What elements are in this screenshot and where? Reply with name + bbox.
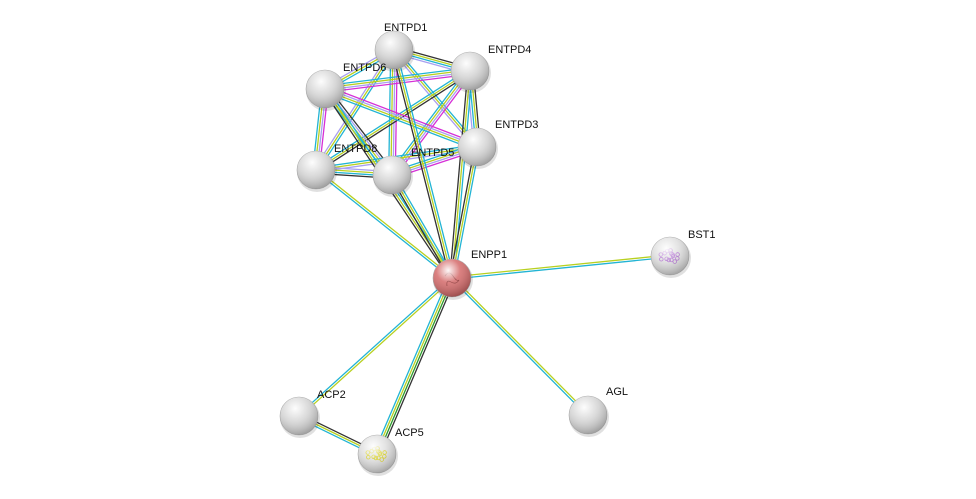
node-agl[interactable]: AGL xyxy=(568,386,628,437)
edge-evidence-coexpression xyxy=(379,279,456,456)
edge-evidence-textmining xyxy=(299,278,454,418)
edge-enpp1-acp2[interactable] xyxy=(297,276,454,418)
node-gloss xyxy=(433,259,471,297)
node-label: ENPP1 xyxy=(471,249,507,261)
edge-evidence-textmining xyxy=(315,49,395,171)
node-acp5[interactable]: ACP5 xyxy=(357,427,424,476)
edge-enpp1-entpd4[interactable] xyxy=(449,70,473,279)
node-gloss xyxy=(358,435,396,473)
edge-evidence-textmining xyxy=(375,277,452,454)
node-label: ENTPD8 xyxy=(334,143,377,155)
edge-evidence-homology xyxy=(325,87,478,147)
edge-evidence-textmining xyxy=(451,70,471,279)
node-entpd1[interactable]: ENTPD1 xyxy=(374,22,427,72)
node-gloss xyxy=(297,151,335,189)
node-enpp1[interactable]: ENPP1 xyxy=(432,249,507,300)
edge-evidence-textmining xyxy=(315,70,471,171)
edge-enpp1-bst1[interactable] xyxy=(451,254,671,280)
node-label: ENTPD4 xyxy=(488,44,531,56)
node-entpd6[interactable]: ENTPD6 xyxy=(305,62,386,111)
edge-evidence-textmining xyxy=(393,49,453,279)
edge-evidence-databases xyxy=(373,276,450,453)
node-label: ENTPD6 xyxy=(343,62,386,74)
edge-enpp1-entpd3[interactable] xyxy=(449,146,480,279)
edge-evidence-neighborhood xyxy=(377,278,454,455)
edge-evidence-homology xyxy=(392,71,472,177)
node-label: ENTPD3 xyxy=(495,119,538,131)
node-entpd3[interactable]: ENTPD3 xyxy=(457,119,538,169)
edge-evidence-textmining xyxy=(451,254,670,278)
edge-evidence-databases xyxy=(450,278,588,417)
edge-evidence-databases xyxy=(314,170,452,280)
edge-enpp1-entpd1[interactable] xyxy=(391,49,455,279)
node-gloss xyxy=(373,156,411,194)
node-label: ACP5 xyxy=(395,427,424,439)
edge-entpd6-entpd3[interactable] xyxy=(323,85,479,151)
node-label: BST1 xyxy=(688,229,716,241)
edge-evidence-textmining xyxy=(451,146,478,279)
node-label: ENTPD1 xyxy=(384,22,427,34)
edge-enpp1-entpd5[interactable] xyxy=(389,173,455,280)
edge-evidence-textmining xyxy=(391,174,453,279)
edge-evidence-homology xyxy=(391,51,476,149)
edge-evidence-textmining xyxy=(316,168,454,278)
node-gloss xyxy=(458,128,496,166)
edge-evidence-databases xyxy=(452,256,671,280)
edge-evidence-databases xyxy=(323,91,477,151)
edge-evidence-coexpression xyxy=(391,50,451,279)
node-label: ACP2 xyxy=(317,389,346,401)
edge-enpp1-entpd8[interactable] xyxy=(314,168,454,280)
edge-evidence-textmining xyxy=(324,69,470,89)
edge-evidence-textmining xyxy=(324,89,477,149)
node-label: ENTPD5 xyxy=(411,147,454,159)
edge-evidence-homology xyxy=(313,48,393,170)
edge-evidence-databases xyxy=(297,276,452,416)
edge-evidence-coexpression xyxy=(449,146,476,278)
node-entpd4[interactable]: ENTPD4 xyxy=(450,44,531,93)
node-label: AGL xyxy=(606,386,628,398)
node-gloss xyxy=(280,397,318,435)
edge-entpd4-entpd6[interactable] xyxy=(324,67,471,93)
edge-evidence-textmining xyxy=(452,276,590,415)
node-acp2[interactable]: ACP2 xyxy=(279,389,346,438)
edge-evidence-coexpression xyxy=(389,175,451,280)
edge-evidence-textmining xyxy=(390,49,394,175)
node-bst1[interactable]: BST1 xyxy=(650,229,716,278)
edge-evidence-experiments xyxy=(325,73,471,93)
node-entpd5[interactable]: ENTPD5 xyxy=(372,147,454,197)
edge-evidence-databases xyxy=(324,67,470,87)
edge-evidence-coexpression xyxy=(316,72,472,173)
node-gloss xyxy=(569,396,607,434)
node-gloss xyxy=(375,31,413,69)
node-gloss xyxy=(451,52,489,90)
edge-evidence-databases xyxy=(393,173,455,278)
edge-entpd1-entpd8[interactable] xyxy=(313,48,397,172)
edge-enpp1-acp5[interactable] xyxy=(373,276,456,456)
node-entpd8[interactable]: ENTPD8 xyxy=(296,143,377,192)
edge-evidence-homology xyxy=(325,71,471,91)
node-gloss xyxy=(306,70,344,108)
edge-evidence-experiments xyxy=(325,85,479,145)
edge-evidence-databases xyxy=(395,49,455,278)
edge-enpp1-agl[interactable] xyxy=(450,276,590,417)
edge-evidence-databases xyxy=(453,147,480,279)
edge-evidence-coexpression xyxy=(449,70,469,278)
node-gloss xyxy=(651,237,689,275)
edge-evidence-databases xyxy=(317,50,397,172)
edge-evidence-databases xyxy=(453,71,473,279)
